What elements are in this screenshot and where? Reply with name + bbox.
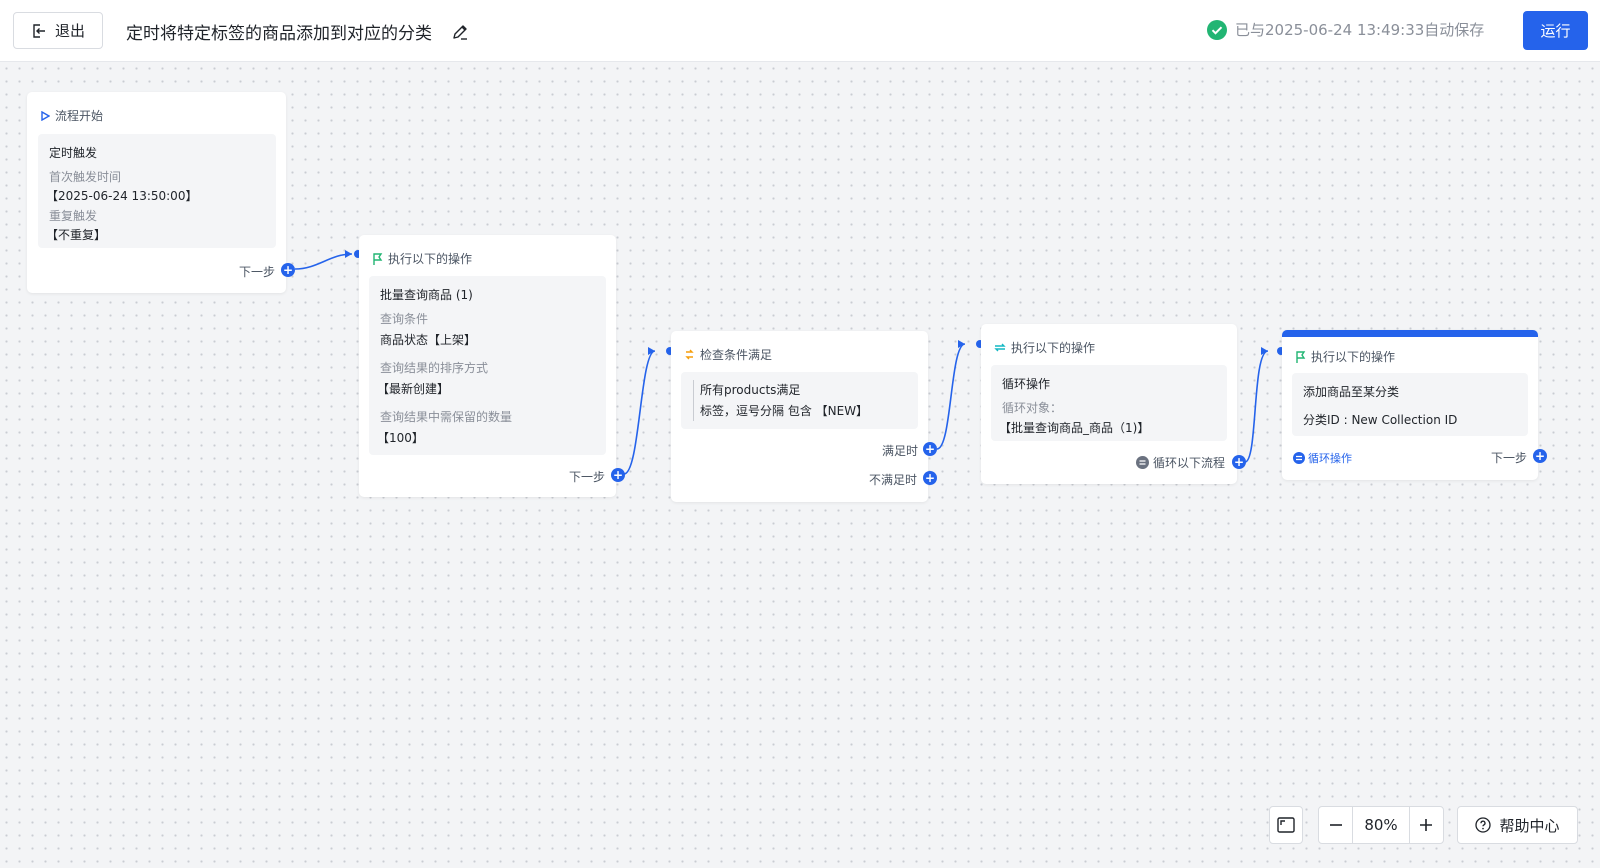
next-step-label: 下一步 bbox=[239, 265, 276, 279]
keep-count-value: 【100】 bbox=[377, 431, 424, 445]
loop-panel[interactable]: 循环操作 循环对象： 【批量查询商品_商品（1)】 bbox=[991, 365, 1227, 441]
zoom-in-button[interactable] bbox=[1408, 807, 1443, 843]
edit-pencil-icon[interactable] bbox=[450, 22, 470, 42]
exit-icon bbox=[33, 23, 45, 38]
loop-circle-icon bbox=[1136, 456, 1149, 469]
condition-line-2: 标签，逗号分隔 包含 【NEW】 bbox=[700, 404, 869, 418]
add-next-step-button[interactable]: + bbox=[281, 263, 295, 277]
node-loop[interactable]: 执行以下的操作 循环操作 循环对象： 【批量查询商品_商品（1)】 循环以下流程… bbox=[981, 324, 1246, 484]
help-center-label: 帮助中心 bbox=[1499, 816, 1560, 835]
condition-true-label: 满足时 bbox=[882, 444, 919, 458]
trigger-panel[interactable]: 定时触发 首次触发时间 【2025-06-24 13:50:00】 重复触发 【… bbox=[38, 134, 276, 248]
help-icon bbox=[1475, 817, 1492, 833]
plus-icon bbox=[1420, 819, 1433, 831]
node-loop-header: 执行以下的操作 bbox=[994, 339, 1095, 356]
condition-line-1: 所有products满足 bbox=[700, 383, 801, 397]
top-bar: 退出 定时将特定标签的商品添加到对应的分类 已与2025-06-24 13:49… bbox=[0, 0, 1600, 62]
exit-label: 退出 bbox=[54, 22, 85, 40]
query-condition-label: 查询条件 bbox=[380, 312, 429, 326]
add-next-step-button[interactable]: + bbox=[1533, 449, 1547, 463]
input-port[interactable] bbox=[666, 347, 674, 355]
node-add-title: 执行以下的操作 bbox=[1311, 350, 1396, 364]
first-trigger-label: 首次触发时间 bbox=[49, 170, 122, 184]
loop-target-value: 【批量查询商品_商品（1)】 bbox=[999, 421, 1150, 435]
query-panel[interactable]: 批量查询商品 (1) 查询条件 商品状态【上架】 查询结果的排序方式 【最新创建… bbox=[369, 276, 606, 455]
loop-circle-icon bbox=[1293, 452, 1305, 464]
repeat-value: 【不重复】 bbox=[46, 228, 107, 242]
add-loop-step-button[interactable]: + bbox=[1232, 455, 1246, 469]
node-query-header: 执行以下的操作 bbox=[372, 250, 472, 267]
node-query[interactable]: 执行以下的操作 批量查询商品 (1) 查询条件 商品状态【上架】 查询结果的排序… bbox=[359, 235, 625, 497]
sort-label: 查询结果的排序方式 bbox=[380, 361, 489, 375]
query-title: 批量查询商品 (1) bbox=[380, 288, 473, 302]
loop-title: 循环操作 bbox=[1002, 377, 1051, 391]
check-circle-icon bbox=[1207, 19, 1227, 40]
add-true-branch-button[interactable]: + bbox=[923, 442, 937, 456]
input-port[interactable] bbox=[976, 340, 984, 348]
node-query-title: 执行以下的操作 bbox=[388, 252, 473, 266]
zoom-level: 80% bbox=[1364, 816, 1398, 834]
node-condition-title: 检查条件满足 bbox=[700, 348, 773, 362]
loop-icon bbox=[994, 343, 1006, 352]
add-collection-title: 添加商品至某分类 bbox=[1303, 385, 1400, 399]
exit-button[interactable]: 退出 bbox=[13, 12, 103, 49]
node-condition-header: 检查条件满足 bbox=[684, 346, 772, 363]
sort-value: 【最新创建】 bbox=[377, 382, 450, 396]
next-step-label: 下一步 bbox=[569, 470, 606, 484]
minus-icon bbox=[1329, 824, 1342, 826]
condition-panel[interactable]: 所有products满足 标签，逗号分隔 包含 【NEW】 bbox=[681, 372, 918, 429]
next-step-label: 下一步 bbox=[1491, 451, 1528, 465]
collection-id-value: 分类ID : New Collection ID bbox=[1303, 413, 1458, 427]
zoom-control: 80% bbox=[1318, 806, 1444, 844]
loop-operation-label: 循环操作 bbox=[1308, 452, 1352, 465]
input-port[interactable] bbox=[1277, 347, 1285, 355]
branch-icon bbox=[685, 349, 694, 360]
run-button[interactable]: 运行 bbox=[1523, 11, 1588, 50]
loop-out-label: 循环以下流程 bbox=[1153, 456, 1226, 470]
loop-operation-tag: 循环操作 bbox=[1293, 450, 1352, 466]
autosave-text: 已与2025-06-24 13:49:33自动保存 bbox=[1235, 21, 1485, 39]
add-next-step-button[interactable]: + bbox=[611, 468, 625, 482]
add-false-branch-button[interactable]: + bbox=[923, 471, 937, 485]
input-port[interactable] bbox=[354, 250, 362, 258]
node-start-header: 流程开始 bbox=[40, 107, 103, 124]
loop-target-label: 循环对象： bbox=[1002, 401, 1063, 415]
condition-false-label: 不满足时 bbox=[869, 473, 918, 487]
first-trigger-value: 【2025-06-24 13:50:00】 bbox=[46, 189, 198, 203]
node-condition[interactable]: 检查条件满足 所有products满足 标签，逗号分隔 包含 【NEW】 满足时… bbox=[671, 331, 937, 502]
fit-screen-icon bbox=[1277, 817, 1295, 833]
trigger-title: 定时触发 bbox=[49, 146, 98, 160]
flag-icon bbox=[1296, 350, 1306, 363]
query-condition-value: 商品状态【上架】 bbox=[380, 333, 477, 347]
node-start-title: 流程开始 bbox=[55, 109, 104, 123]
play-icon bbox=[41, 110, 50, 121]
help-center-button[interactable]: 帮助中心 bbox=[1457, 806, 1578, 844]
repeat-label: 重复触发 bbox=[49, 209, 98, 223]
fit-view-button[interactable] bbox=[1269, 806, 1303, 844]
node-loop-title: 执行以下的操作 bbox=[1011, 341, 1096, 355]
node-add-collection[interactable]: 执行以下的操作 添加商品至某分类 分类ID : New Collection I… bbox=[1282, 330, 1547, 480]
flag-icon bbox=[373, 252, 383, 265]
page-title: 定时将特定标签的商品添加到对应的分类 bbox=[126, 24, 432, 44]
node-start[interactable]: 流程开始 定时触发 首次触发时间 【2025-06-24 13:50:00】 重… bbox=[27, 92, 295, 293]
autosave-status: 已与2025-06-24 13:49:33自动保存 bbox=[1207, 19, 1484, 40]
zoom-out-button[interactable] bbox=[1319, 807, 1354, 843]
node-add-header: 执行以下的操作 bbox=[1295, 348, 1395, 365]
condition-divider bbox=[693, 380, 694, 421]
add-collection-panel[interactable]: 添加商品至某分类 分类ID : New Collection ID bbox=[1292, 373, 1528, 436]
keep-count-label: 查询结果中需保留的数量 bbox=[380, 410, 513, 424]
loop-out-label-group: 循环以下流程 bbox=[1136, 454, 1225, 471]
